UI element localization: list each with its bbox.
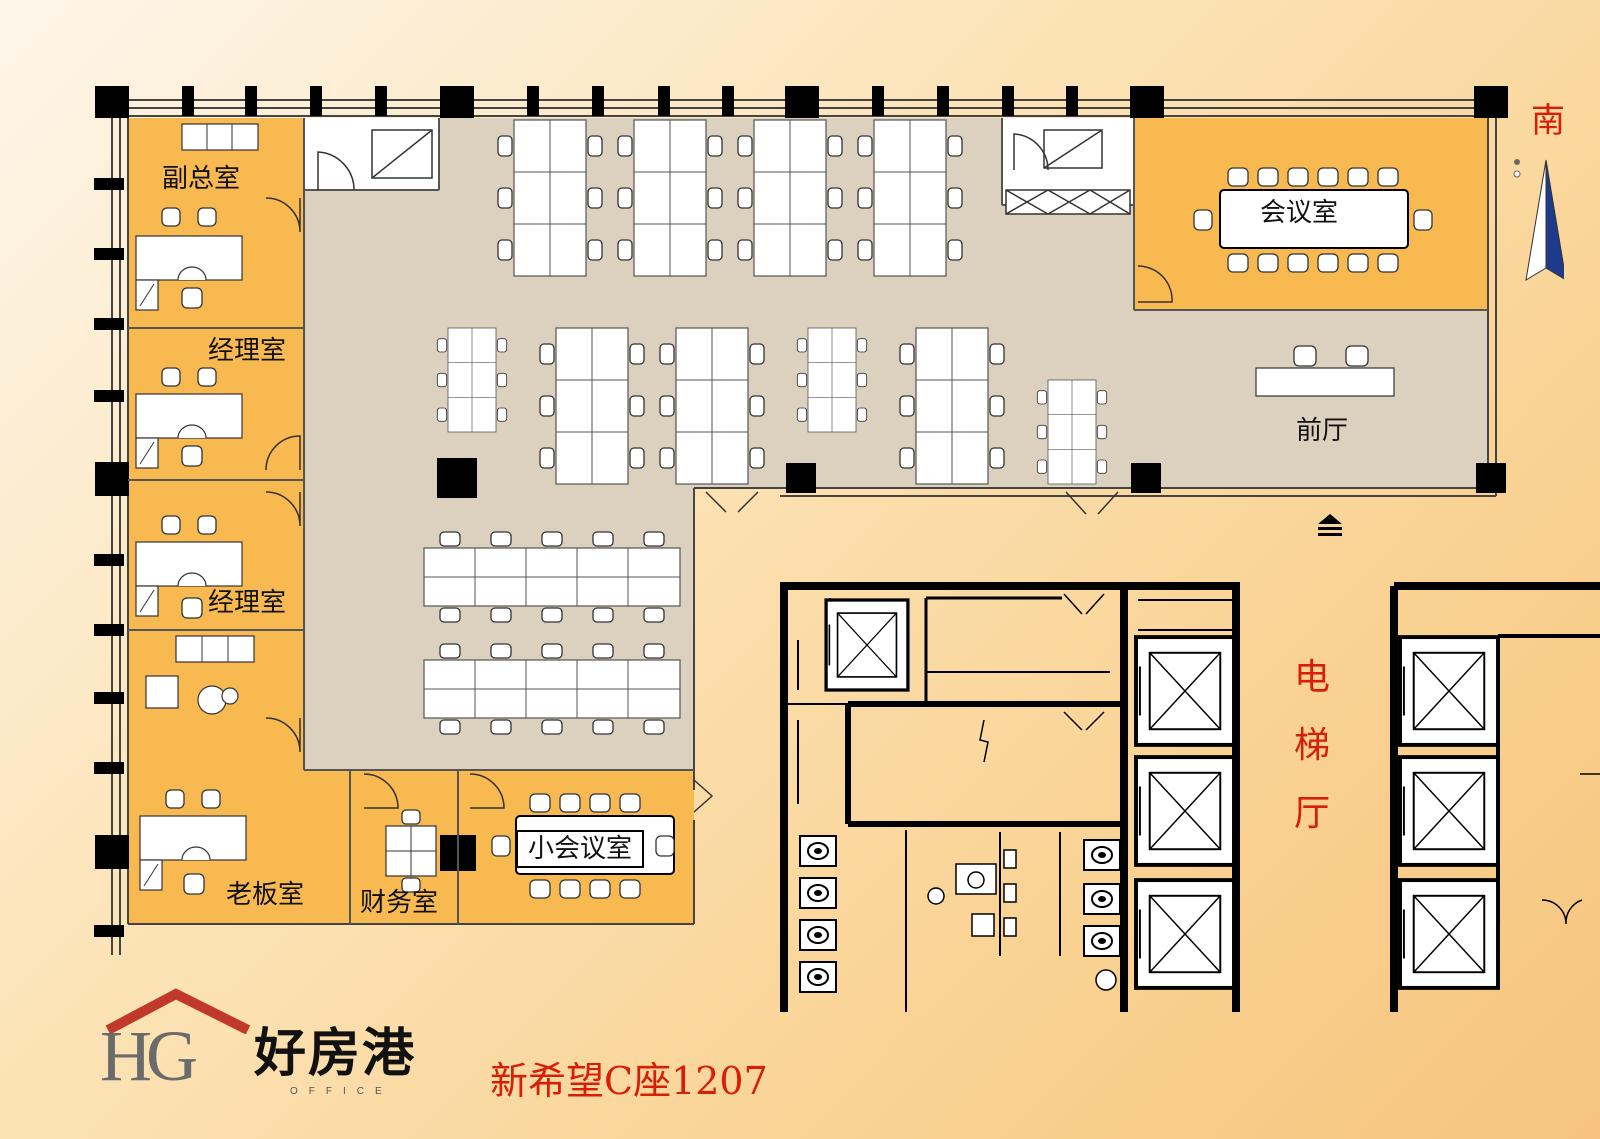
brand-subtitle: OFFICE	[290, 1086, 393, 1097]
room-label-boss-office: 老板室	[226, 880, 305, 910]
brand-logo: HG 好房港 OFFICE	[94, 986, 454, 1097]
elevator-hall-label: 电梯厅	[1293, 657, 1330, 834]
room-label-lobby: 前厅	[1296, 416, 1349, 446]
room-label-manager-office-2: 经理室	[208, 588, 287, 618]
compass-direction-label: 南	[1531, 101, 1565, 141]
room-label-meeting-room: 会议室	[1260, 198, 1339, 228]
north-arrow-icon	[1513, 159, 1564, 281]
brand-name: 好房港	[254, 1024, 417, 1084]
room-label-manager-office-1: 经理室	[208, 336, 287, 366]
room-label-deputy-office: 副总室	[162, 164, 241, 194]
room-label-small-meeting-room: 小会议室	[516, 830, 645, 868]
house-roof-icon	[105, 988, 251, 1034]
brand-logo-mark: HG	[100, 1016, 198, 1096]
room-label-finance-office: 财务室	[360, 888, 439, 918]
address-label: 新希望C座1207	[490, 1059, 768, 1103]
